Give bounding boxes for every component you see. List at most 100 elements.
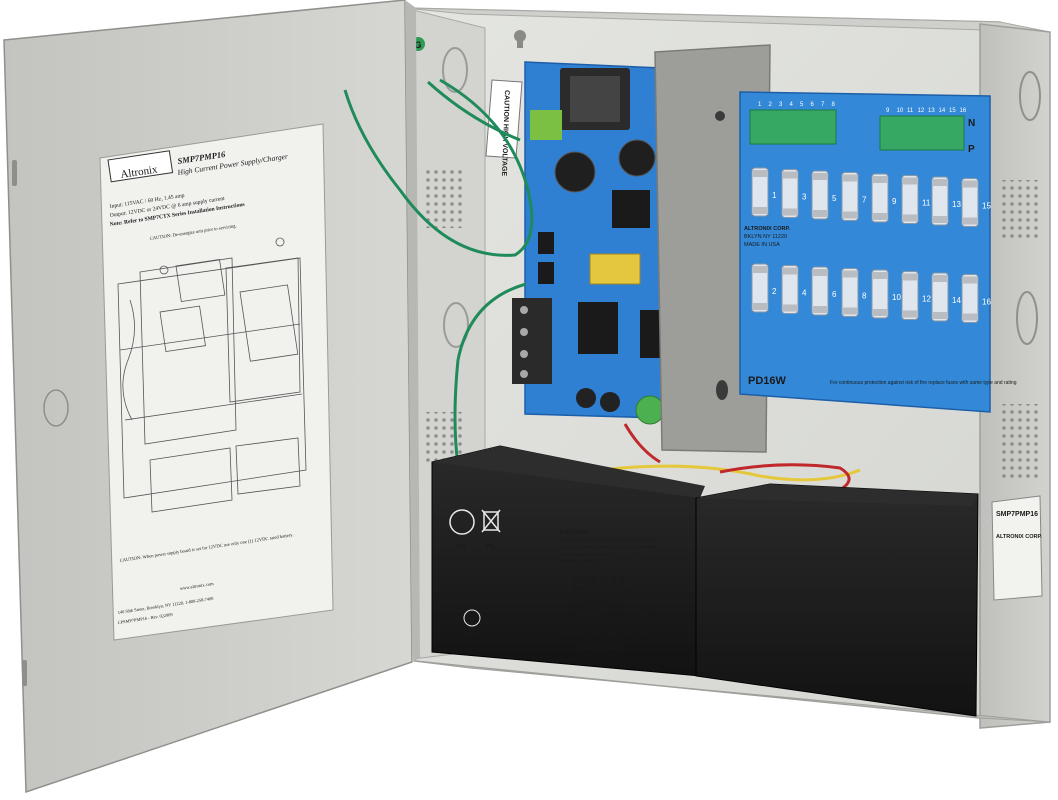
terminal-number: 9 [886,108,890,114]
terminal-number: 2 [769,102,773,108]
fuse-cap [903,273,917,281]
terminal-number: 3 [779,102,783,108]
fuse-cap [873,309,887,316]
fuse [871,173,889,223]
terminal-number: 11 [907,108,914,114]
fuse [931,272,949,322]
fuse-board-name: PD16W [748,375,787,387]
fuse-board-made-in: MADE IN USA [744,242,780,248]
fuse-cap [933,179,947,186]
svg-text:DO NOT SHORT THE BATTERY TERMI: DO NOT SHORT THE BATTERY TERMINALS [560,538,655,543]
fuse [841,268,859,317]
fuse-cap [753,170,767,177]
fuse-label: 10 [892,293,901,302]
svg-text:NON-SPILLABLE: NON-SPILLABLE [560,559,596,564]
fuse-cap [753,207,767,214]
svg-text:DO NOT CHARGE IN A SEALED CONT: DO NOT CHARGE IN A SEALED CONTAINER [560,545,656,550]
fuse [931,176,949,226]
terminal-letter-n: N [968,118,975,129]
battery-left: CAUTION DO NOT SHORT THE BATTERY TERMINA… [431,445,705,677]
door-installation-label: Altronix SMP7PMP16 High Current Power Su… [99,123,334,641]
fuse-label: 3 [802,193,807,202]
fuse [781,265,799,314]
fuse-cap [963,313,977,321]
fuse-label: 16 [982,298,991,307]
recycle-icon: Pb [449,509,475,552]
fuse-cap [783,304,797,312]
svg-text:G: G [414,40,421,50]
fuse-cap [963,217,977,225]
svg-text:Pb: Pb [486,543,496,552]
fuse-cap [933,312,947,319]
fuse-label: 8 [862,292,867,301]
fuse-cap [813,269,827,276]
fuse-cap [843,307,857,315]
fuse [751,263,769,313]
fuse-cap [813,210,827,217]
fuse-label: 1 [772,191,777,200]
fuse [961,274,979,323]
fuse-cap [753,266,767,273]
battery-wires [599,423,861,494]
fuse [751,167,769,217]
fuse-cap [903,177,917,185]
terminal-number: 5 [800,102,804,108]
fuse-label: 5 [832,194,837,203]
fuse-cap [783,171,797,179]
fuse-cap [903,310,917,318]
terminal-number: 1 [758,102,762,108]
fuse-cap [903,214,917,222]
ul-mark-icon: MH29038 [462,609,484,638]
terminal-number: 12 [918,108,925,114]
fuse-label: 4 [802,289,807,298]
fuse [841,172,859,221]
fuse-cap [783,267,797,275]
svg-text:ALTRONIX CORP.: ALTRONIX CORP. [996,534,1042,540]
fuse-cap [873,213,887,220]
svg-text:SMP7PMP16: SMP7PMP16 [996,511,1038,518]
fuse-cap [963,276,977,284]
battery-right [695,483,979,717]
terminal-number: 13 [928,108,935,114]
fuse-cap [843,270,857,278]
terminal-letter-p: P [968,144,975,155]
fuse [811,266,829,316]
svg-text:Pb: Pb [456,543,466,552]
terminal-number: 4 [790,102,794,108]
fuse-label: 6 [832,290,837,299]
side-label: SMP7PMP16 ALTRONIX CORP. [991,495,1043,601]
fuse-label: 2 [772,287,777,296]
battery-brand: CASIL [572,573,630,595]
battery-caution-title: CAUTION [560,530,587,536]
fuse [901,271,919,320]
svg-text:MADE IN CHINA: MADE IN CHINA [578,646,620,652]
fuse [811,170,829,220]
svg-text:RECHARGE AFTER USE: RECHARGE AFTER USE [560,552,613,557]
svg-text:12V 7AH: 12V 7AH [614,618,636,624]
svg-text:CA1270: CA1270 [572,618,592,624]
terminal-number: 8 [832,102,836,108]
fuse-cap [753,303,767,310]
terminal-number: 14 [939,108,946,114]
fuse-board-maker: ALTRONIX CORP. [744,226,790,232]
terminal-number: 6 [811,102,815,108]
terminal-number: 7 [821,102,825,108]
fuse-cap [933,216,947,223]
fuse-cap [813,173,827,180]
fuse-cap [873,272,887,279]
fuse-cap [813,306,827,313]
terminal-number: 10 [897,108,904,114]
fuse [961,178,979,227]
power-supply-board [512,61,665,425]
svg-text:SEALED LEAD-ACID BATTERY: SEALED LEAD-ACID BATTERY [572,610,651,616]
door-label-website: www.altronix.com [179,581,214,591]
brand-logo: Altronix [120,164,159,181]
fuse-label: 7 [862,196,867,205]
fuse-cap [933,275,947,282]
terminal-number: 16 [960,108,967,114]
